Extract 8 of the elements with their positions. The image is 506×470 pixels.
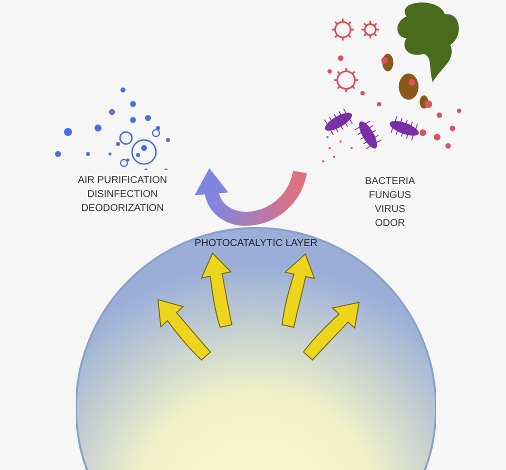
effect-label: BACTERIA <box>364 175 415 189</box>
layer-label: PHOTOCATALYTIC LAYER <box>194 237 318 251</box>
effect-label: AIR PURIFICATION <box>78 174 168 188</box>
effect-label: DEODORIZATION <box>81 202 164 216</box>
effect-label: ODOR <box>375 217 405 231</box>
effect-label: FUNGUS <box>368 189 412 203</box>
effect-label: DISINFECTION <box>87 188 158 202</box>
effect-label: VIRUS <box>374 203 406 217</box>
